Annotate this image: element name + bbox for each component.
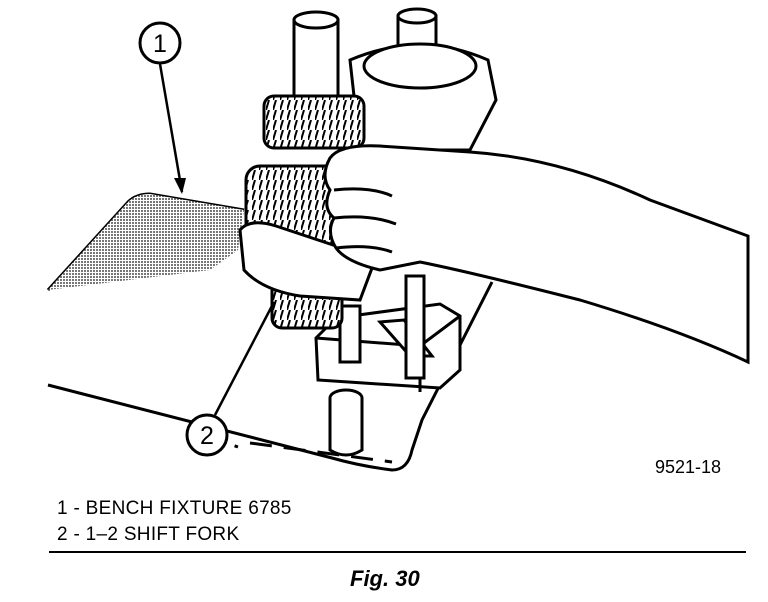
hand xyxy=(323,144,750,365)
image-code: 9521-18 xyxy=(655,457,722,477)
legend-item-shift-fork: 2 - 1–2 SHIFT FORK xyxy=(57,524,240,545)
callout-2: 2 xyxy=(185,301,276,457)
divider xyxy=(49,551,746,553)
shift-fork xyxy=(238,221,374,302)
bench-shading xyxy=(48,194,244,290)
figure-caption: Fig. 30 xyxy=(350,566,420,591)
callout-2-number: 2 xyxy=(200,422,214,450)
callout-1-number: 1 xyxy=(153,30,167,58)
legend-item-bench-fixture: 1 - BENCH FIXTURE 6785 xyxy=(57,498,292,519)
callout-1: 1 xyxy=(138,21,186,194)
bench-fixture xyxy=(314,274,462,457)
finger-lines xyxy=(333,187,397,254)
